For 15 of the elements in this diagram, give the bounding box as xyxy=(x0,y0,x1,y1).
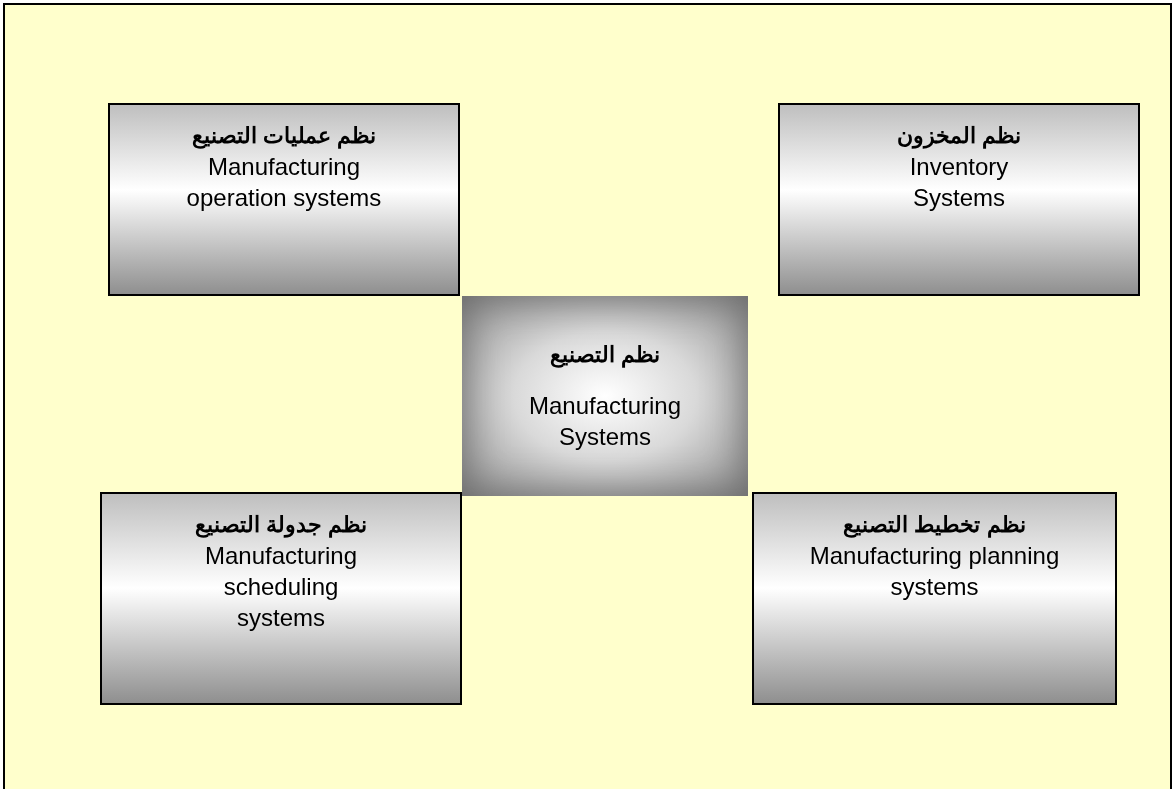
arabic-heading: نظم تخطيط التصنيع xyxy=(843,511,1026,540)
english-label: Manufacturing operation systems xyxy=(185,152,383,213)
arabic-heading: نظم التصنيع xyxy=(549,341,661,370)
arabic-heading: نظم جدولة التصنيع xyxy=(194,511,368,540)
central-box xyxy=(462,296,748,496)
english-label: Manufacturing planning systems xyxy=(809,541,1060,602)
system-box xyxy=(100,492,462,705)
system-box xyxy=(752,492,1117,705)
arabic-heading: نظم عمليات التصنيع xyxy=(191,122,377,151)
english-label: Inventory Systems xyxy=(908,152,1010,213)
system-box xyxy=(778,103,1140,296)
english-label: Manufacturing Systems xyxy=(527,391,683,452)
english-label: Manufacturing scheduling systems xyxy=(203,541,359,633)
arabic-heading: نظم المخزون xyxy=(896,122,1022,151)
system-box xyxy=(108,103,460,296)
